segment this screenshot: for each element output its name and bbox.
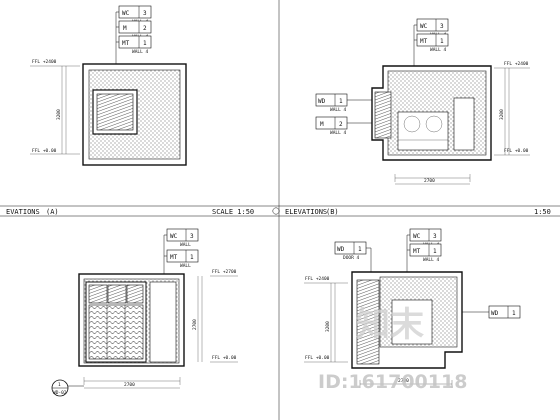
elevation-bottom-left: WC 3 WALL MT 1 WALL FFL +2700 FFL +0.00 <box>51 228 238 397</box>
section-callout: 1 WD-02 <box>51 379 84 397</box>
level-bottom: FFL +0.00 <box>305 355 330 361</box>
watermark-logo: 知末 <box>356 305 424 345</box>
tag-sub: WALL <box>180 263 191 269</box>
dim-vertical: 2700 <box>192 319 198 330</box>
tag-num: 2 <box>143 25 147 32</box>
title-marker <box>272 207 280 215</box>
vanity-outline <box>391 299 433 345</box>
tag-num: 1 <box>512 310 516 317</box>
tag-code: WD <box>318 98 326 105</box>
tag-num: 1 <box>358 246 362 253</box>
dim-bottom: 2700 <box>398 378 409 384</box>
dim-bottom: 2700 <box>424 178 435 184</box>
title-right-suffix: (B) <box>326 208 339 216</box>
tag-sub: DOOR 4 <box>343 255 360 261</box>
tag-code: WC <box>122 10 130 17</box>
tag-num: 3 <box>433 233 437 240</box>
elevation-top-right: WC 3 WALL 4 MT 1 WALL 4 WD 1 WALL 4 M 2 … <box>315 18 530 185</box>
callout-number: 1 <box>58 382 61 388</box>
tag-sub: WALL 4 <box>330 107 347 113</box>
tag-sub: WALL 4 <box>430 47 447 53</box>
tag-stack: WC 3 WALL 4 M 2 WALL 4 MT 1 WALL 4 <box>115 5 152 100</box>
tag-code: WD <box>337 246 345 253</box>
side-tag: WD 1 <box>462 305 521 319</box>
level-top: FFL +2400 <box>32 59 57 65</box>
tag-stack: WD 1 DOOR 4 WC 3 WALL 4 MT 1 WALL 4 <box>334 228 442 290</box>
tag-num: 3 <box>143 10 147 17</box>
tag-code: MT <box>122 40 130 47</box>
tag-code: M <box>320 121 324 128</box>
level-bottom: FFL +0.00 <box>32 148 57 154</box>
title-right-scale: 1:50 <box>534 208 551 216</box>
dim-vertical: 3200 <box>56 109 62 120</box>
tag-code: WC <box>420 23 428 30</box>
title-left-scale: SCALE 1:50 <box>212 208 254 216</box>
tag-code: MT <box>413 248 421 255</box>
tag-num: 2 <box>339 121 343 128</box>
tag-sub: WALL 4 <box>423 257 440 263</box>
level-bottom: FFL +0.00 <box>504 148 529 154</box>
tag-num: 1 <box>339 98 343 105</box>
tag-num: 3 <box>440 23 444 30</box>
mirror-panel <box>96 93 134 131</box>
tag-num: 1 <box>440 38 444 45</box>
tag-sub: WALL 4 <box>132 49 149 55</box>
tag-code: MT <box>170 254 178 261</box>
callout-reference: WD-02 <box>53 390 67 396</box>
tag-stack: WC 3 WALL MT 1 WALL <box>163 228 199 290</box>
title-right-label: ELEVATIONS <box>285 208 327 216</box>
side-panel <box>149 281 177 363</box>
vanity-outline <box>397 97 475 151</box>
dim-bottom: 2700 <box>124 382 135 388</box>
tag-num: 1 <box>433 248 437 255</box>
door-panel <box>356 279 380 365</box>
tag-code: MT <box>420 38 428 45</box>
elevation-bottom-right: WD 1 DOOR 4 WC 3 WALL 4 MT 1 WALL 4 WD 1 <box>304 228 521 388</box>
tag-code: WC <box>413 233 421 240</box>
tag-code: WD <box>491 310 499 317</box>
tag-num: 1 <box>190 254 194 261</box>
level-top: FFL +2700 <box>212 269 237 275</box>
tag-sub: WALL <box>180 242 191 248</box>
wardrobe-doors <box>88 284 144 360</box>
elevation-top-left: WC 3 WALL 4 M 2 WALL 4 MT 1 WALL 4 FFL +… <box>30 5 187 166</box>
title-left-suffix: (A) <box>46 208 59 216</box>
tag-stack: WC 3 WALL 4 MT 1 WALL 4 <box>413 18 449 80</box>
tag-sub: WALL 4 <box>330 130 347 136</box>
level-bottom: FFL +0.00 <box>212 355 237 361</box>
title-left-label: EVATIONS <box>6 208 40 216</box>
dim-vertical: 3200 <box>325 321 331 332</box>
dim-vertical: 3200 <box>499 109 505 120</box>
tag-code: M <box>123 25 127 32</box>
level-top: FFL +2400 <box>504 61 529 67</box>
side-tags: WD 1 WALL 4 M 2 WALL 4 <box>315 93 372 136</box>
watermark-id: ID:161700118 <box>318 371 467 393</box>
door-panel <box>374 91 392 139</box>
tag-num: 1 <box>143 40 147 47</box>
tag-code: WC <box>170 233 178 240</box>
tag-num: 3 <box>190 233 194 240</box>
level-top: FFL +2400 <box>305 276 330 282</box>
